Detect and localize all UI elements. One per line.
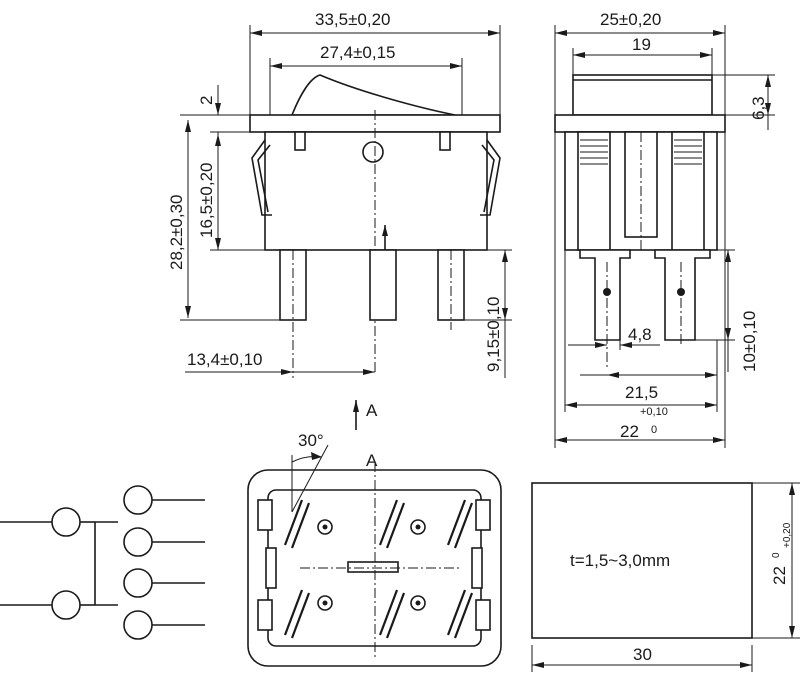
- side-pin-pitch-label: 4,8: [628, 325, 652, 344]
- view-label: A: [366, 451, 378, 470]
- side-cutout-width-main: 22: [620, 422, 639, 441]
- front-width-label: 33,5±0,20: [315, 10, 391, 29]
- panel-height-tol-upper: +0,20: [782, 522, 793, 548]
- front-pin-offset-label: 13,4±0,10: [187, 350, 263, 369]
- front-view: 33,5±0,20 27,4±0,15: [167, 10, 512, 378]
- panel-cutout: t=1,5~3,0mm 30 22 0 +0,20: [531, 482, 800, 672]
- side-cap-width-label: 19: [632, 35, 651, 54]
- front-body-height-label: 16,5±0,20: [197, 162, 216, 238]
- angle-label: 30°: [298, 431, 324, 450]
- front-rocker-width-label: 27,4±0,15: [320, 43, 396, 62]
- view-arrow: A: [353, 400, 378, 430]
- front-total-height-label: 28,2±0,30: [167, 194, 186, 270]
- side-pin-height-label: 10±0,10: [740, 311, 759, 372]
- side-width-label: 25±0,20: [600, 10, 661, 29]
- bottom-view: A 30°: [247, 431, 502, 667]
- side-cutout-tol-lower: 0: [651, 424, 657, 436]
- view-arrow-label: A: [366, 401, 378, 420]
- front-cap-height-label: 2: [197, 96, 216, 105]
- side-cap-height-label: 6,3: [749, 96, 768, 120]
- front-pin-height-label: 9,15±0,10: [484, 296, 503, 372]
- panel-thickness-label: t=1,5~3,0mm: [570, 551, 670, 570]
- side-cutout-tol-upper: +0,10: [640, 406, 668, 418]
- panel-width-label: 30: [633, 645, 652, 664]
- panel-height-main: 22: [770, 566, 789, 585]
- switch-schematic: [0, 485, 205, 640]
- side-view: 25±0,20 19 6,3: [554, 10, 775, 448]
- panel-height-tol-lower: 0: [771, 552, 782, 558]
- side-body-width-label: 21,5: [625, 383, 658, 402]
